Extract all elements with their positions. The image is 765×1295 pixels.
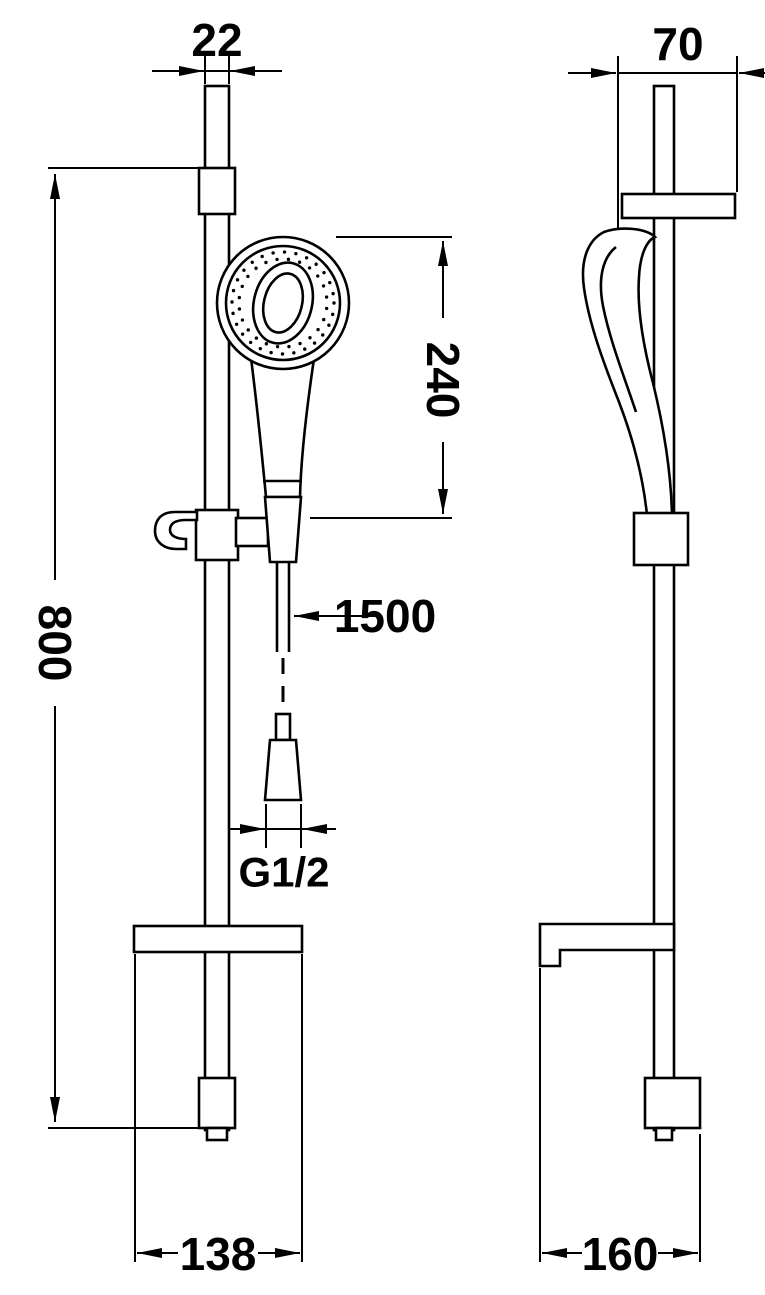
front-rail-end-block [197,1076,237,1130]
hose-end-fitting-top [274,712,292,742]
shower-head-profile [581,227,674,517]
slider-clamp [194,508,240,562]
side-top-wall-bracket [620,192,737,220]
hanger-hook [153,510,199,551]
side-view [538,84,737,1142]
dim-bar-height-label: 800 [29,605,81,682]
dim-hose-length-label: 1500 [334,590,436,642]
shower-head-profile-inner-line [599,245,638,413]
hose-nut [263,495,303,564]
dim-bracket-depth-label: 70 [652,18,703,70]
side-rail-end-stub [654,1126,674,1142]
front-rail-end-stub [205,1126,229,1142]
dimension-lines [48,52,765,1262]
front-top-mount-block [197,166,237,216]
side-holder-clamp [632,511,690,567]
slider-arm [234,516,270,548]
dim-base-width-label: 138 [180,1228,257,1280]
side-rail-end-block [643,1076,702,1130]
soap-tray-side [538,922,676,968]
spray-nozzle-dots-outer [230,250,336,356]
dim-base-depth-label: 160 [582,1228,659,1280]
dim-head-length-label: 240 [417,342,469,419]
front-view [132,84,351,1142]
head-center-oval-inner [261,272,305,334]
shower-handle [249,348,317,499]
dim-rail-width-label: 22 [191,14,242,66]
dimension-labels: 22 70 800 240 1500 G1/2 138 160 [29,14,704,1280]
front-rail [203,84,231,1132]
dim-thread-label: G1/2 [238,849,329,896]
side-rail [652,84,676,1132]
hose-end-connector [263,738,303,802]
soap-tray-front [132,924,304,954]
